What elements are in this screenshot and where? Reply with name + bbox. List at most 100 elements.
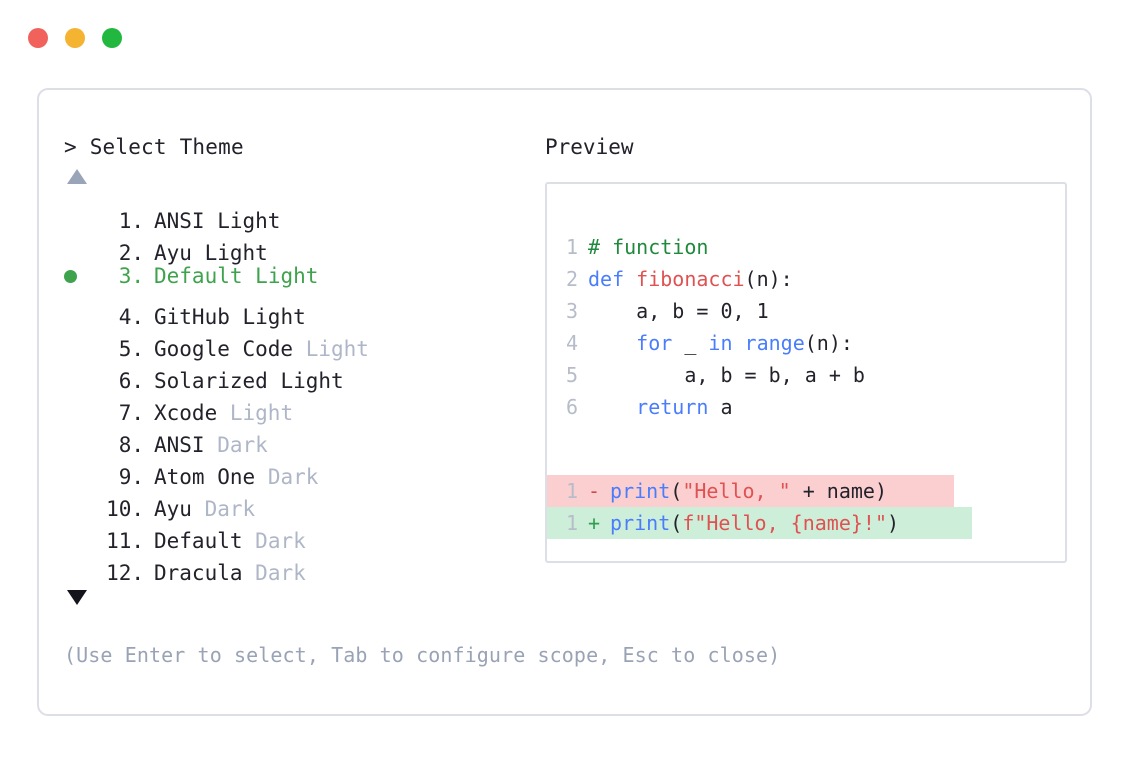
- diff-token: "Hello, ": [682, 479, 791, 503]
- selection-bullet-slot: [64, 516, 94, 548]
- diff-token: print: [610, 511, 671, 535]
- code-token: fibonacci: [636, 267, 745, 291]
- code-line: 6 return a: [564, 391, 1065, 423]
- close-window-button[interactable]: [28, 28, 48, 48]
- spacer: [230, 301, 243, 333]
- code-token: # function: [588, 235, 709, 259]
- spacer: [243, 557, 256, 589]
- theme-item-name: Atom One: [154, 465, 256, 489]
- diff-line-del: 1-print("Hello, " + name): [547, 475, 954, 507]
- diff-marker: -: [588, 479, 601, 503]
- theme-list-item[interactable]: 2.Ayu Light: [64, 228, 524, 265]
- theme-list-item[interactable]: 1.ANSI Light: [64, 196, 524, 233]
- maximize-window-button[interactable]: [102, 28, 122, 48]
- theme-item-name: ANSI: [154, 433, 205, 457]
- theme-item-number: 3.: [118, 264, 144, 288]
- selection-bullet-slot: [64, 356, 94, 388]
- keyboard-hint: (Use Enter to select, Tab to configure s…: [64, 643, 781, 667]
- theme-item-number: 7.: [118, 401, 144, 425]
- spacer: [192, 493, 205, 525]
- spacer: [243, 525, 256, 557]
- theme-list-item[interactable]: 8. ANSI Dark: [64, 420, 524, 457]
- theme-item-variant: Dark: [267, 465, 319, 489]
- selection-bullet-slot: [64, 548, 94, 580]
- prompt-chevron-icon: >: [64, 135, 77, 159]
- code-line: 2 def fibonacci(n):: [564, 263, 1065, 295]
- spacer: [217, 397, 230, 429]
- code-line: 5 a, b = b, a + b: [564, 359, 1065, 391]
- selection-bullet-slot: [64, 261, 94, 293]
- code-token: (n):: [744, 267, 793, 291]
- selection-bullet-slot: [64, 324, 94, 356]
- code-block: 1# function 2 def fibonacci(n): 3 a, b = 0,…: [564, 231, 1065, 423]
- spacer: [205, 429, 218, 461]
- theme-item-name: Ayu: [154, 497, 192, 521]
- theme-list-item[interactable]: 9. Atom One Dark: [64, 452, 524, 489]
- triangle-down-icon[interactable]: [67, 590, 87, 605]
- theme-item-variant: Light: [255, 264, 319, 288]
- selection-bullet-slot: [64, 452, 94, 484]
- theme-item-number: 10.: [106, 497, 144, 521]
- code-token: a, b = b, a + b: [588, 363, 865, 387]
- theme-item-name: Google Code: [154, 337, 294, 361]
- code-token: [588, 331, 636, 355]
- theme-list-item[interactable]: 11. Default Dark: [64, 516, 524, 553]
- minimize-window-button[interactable]: [65, 28, 85, 48]
- theme-list-item[interactable]: 10. Ayu Dark: [64, 484, 524, 521]
- spacer: [243, 260, 256, 292]
- theme-item-name: Dracula: [154, 561, 243, 585]
- theme-item-variant: Dark: [204, 497, 256, 521]
- code-line-number: 2: [565, 267, 578, 291]
- theme-item-variant: Light: [229, 401, 294, 425]
- diff-token: ): [887, 511, 900, 535]
- code-token: for: [636, 331, 673, 355]
- theme-item-name: ANSI: [154, 209, 205, 233]
- code-token: [588, 395, 636, 419]
- theme-item-variant: Light: [217, 209, 281, 233]
- theme-item-name: Xcode: [154, 401, 218, 425]
- theme-list-item[interactable]: 12.Dracula Dark: [64, 548, 524, 585]
- theme-item-name: Default: [154, 529, 243, 553]
- theme-list: 1.ANSI Light 2. Ayu Light 3. Default Light 4.…: [64, 196, 524, 585]
- diff-token: (: [670, 479, 683, 503]
- selection-bullet-slot: [64, 420, 94, 452]
- theme-list-item[interactable]: 6.Solarized Light: [64, 356, 524, 393]
- theme-item-number: 9.: [118, 465, 144, 489]
- code-line-number: 3: [565, 299, 578, 323]
- theme-item-number: 8.: [118, 433, 144, 457]
- code-token: in range: [708, 331, 805, 355]
- spacer: [293, 333, 306, 365]
- theme-item-name: Ayu: [154, 241, 192, 265]
- theme-item-number: 11.: [106, 529, 144, 553]
- theme-item-name: Default: [154, 264, 243, 288]
- theme-item-variant: Dark: [255, 529, 306, 553]
- diff-line-number: 1: [565, 479, 578, 503]
- diff-token: f"Hello, {name}!": [682, 511, 888, 535]
- diff-token: + name): [790, 479, 888, 503]
- theme-item-number: 2.: [118, 241, 144, 265]
- diff-token: (: [670, 511, 683, 535]
- theme-list-item[interactable]: 4.GitHub Light: [64, 292, 524, 329]
- theme-item-variant: Dark: [217, 433, 268, 457]
- theme-list-item[interactable]: 3. Default Light: [64, 260, 524, 292]
- theme-list-item[interactable]: 7. Xcode Light: [64, 388, 524, 425]
- triangle-up-icon[interactable]: [67, 169, 87, 184]
- selection-bullet-slot: [64, 292, 94, 324]
- spacer: [255, 461, 268, 493]
- diff-line-number: 1: [565, 511, 578, 535]
- diff-marker: +: [588, 511, 601, 535]
- code-token: a, b = 0, 1: [588, 299, 769, 323]
- theme-list-item[interactable]: 5.Google Code Light: [64, 324, 524, 361]
- spacer: [268, 365, 281, 397]
- code-token: return: [636, 395, 709, 419]
- theme-item-number: 6.: [118, 369, 144, 393]
- theme-item-variant: Light: [280, 369, 344, 393]
- code-line-number: 5: [565, 363, 578, 387]
- code-token: def: [588, 267, 637, 291]
- theme-item-variant: Light: [305, 337, 369, 361]
- code-line: 1# function: [564, 231, 1065, 263]
- page-title: > Select Theme: [64, 134, 524, 160]
